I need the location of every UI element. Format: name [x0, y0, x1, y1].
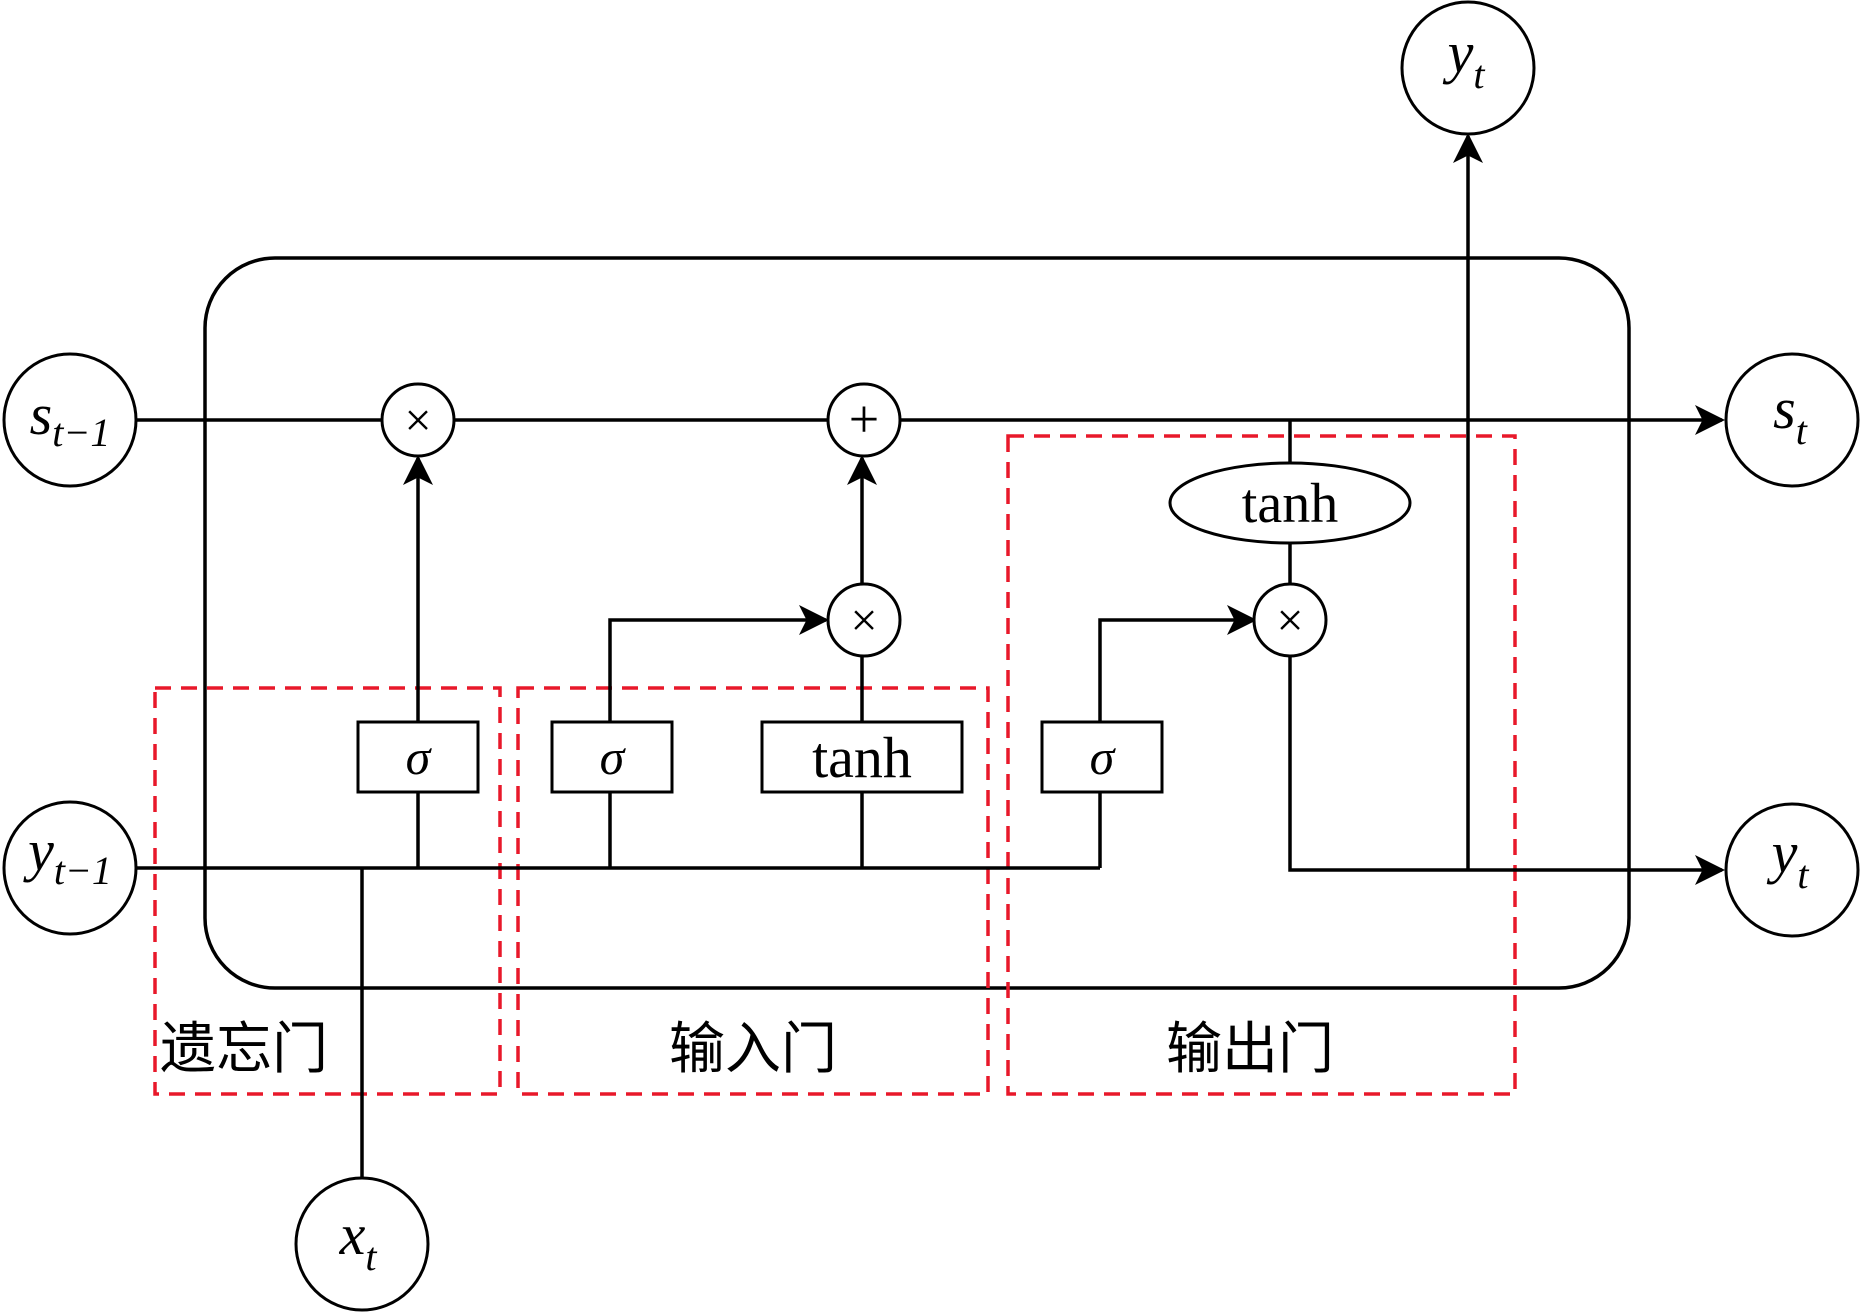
forget-gate-region — [153, 686, 502, 1096]
forget-gate-label: 遗忘门 — [160, 1017, 328, 1082]
svg-text:σ: σ — [1090, 729, 1117, 785]
s-prev-node: st−1 — [2, 352, 138, 488]
input-gate-label: 输入门 — [669, 1017, 837, 1082]
y-output-right-node: yt — [1724, 802, 1860, 938]
svg-text:st−1: st−1 — [30, 382, 111, 455]
svg-text:×: × — [404, 394, 431, 447]
svg-text:×: × — [1276, 594, 1303, 647]
svg-text:yt: yt — [1767, 820, 1810, 897]
svg-text:tanh: tanh — [1242, 473, 1338, 535]
output-product-out — [1288, 656, 1725, 885]
input-sigma-box: σ — [550, 720, 674, 794]
y-prev-node: yt−1 — [2, 800, 138, 936]
output-sigma-out — [1098, 605, 1257, 722]
input-gate-region — [516, 686, 990, 1096]
svg-text:st: st — [1773, 376, 1808, 453]
forget-sigma-box: σ — [356, 720, 480, 794]
cell-tanh-ellipse: tanh — [1168, 461, 1412, 545]
output-sigma-box: σ — [1040, 720, 1164, 794]
svg-text:xt: xt — [339, 1202, 378, 1279]
svg-text:+: + — [849, 389, 879, 449]
input-tanh-box: tanh — [760, 720, 964, 794]
s-output-node: st — [1724, 352, 1860, 488]
svg-text:tanh: tanh — [812, 725, 912, 790]
y-output-top-node: yt — [1400, 0, 1536, 136]
svg-text:yt: yt — [1443, 20, 1486, 97]
forget-multiply-node: × — [380, 382, 456, 458]
input-multiply-node: × — [826, 582, 902, 658]
svg-text:σ: σ — [406, 729, 433, 785]
output-multiply-node: × — [1252, 582, 1328, 658]
input-sigma-out — [608, 605, 829, 722]
output-gate-region — [1006, 434, 1517, 1096]
x-input-node: xt — [294, 1176, 430, 1312]
svg-text:σ: σ — [600, 729, 627, 785]
add-node: + — [826, 382, 902, 458]
svg-text:yt−1: yt−1 — [23, 818, 112, 893]
output-gate-label: 输出门 — [1166, 1017, 1334, 1082]
lstm-cell-body — [203, 256, 1631, 990]
svg-text:×: × — [850, 594, 877, 647]
